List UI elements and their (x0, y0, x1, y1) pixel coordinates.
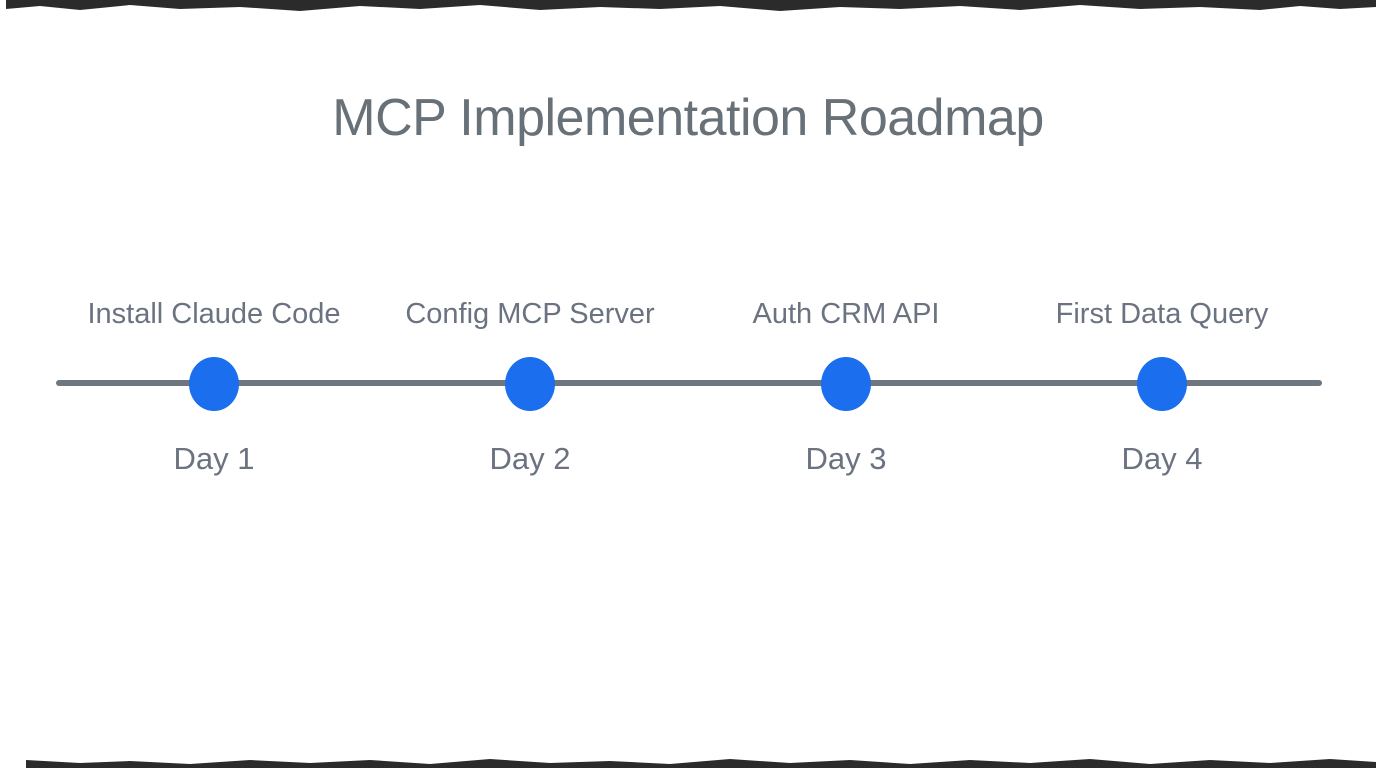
milestone-label: Auth CRM API (752, 298, 940, 330)
page-title: MCP Implementation Roadmap (332, 89, 1044, 147)
milestone-dot (189, 357, 239, 411)
milestone-label: Install Claude Code (87, 298, 341, 330)
milestone-day-label: Day 1 (173, 441, 255, 476)
milestone-dot (821, 357, 871, 411)
milestone-label: First Data Query (1055, 298, 1269, 330)
milestone-dot (1137, 357, 1187, 411)
milestone-dot (505, 357, 555, 411)
milestone-day-label: Day 3 (805, 441, 887, 476)
bottom-edge-artifact (26, 759, 1376, 768)
milestone-day-label: Day 4 (1121, 441, 1203, 476)
milestone-day-label: Day 2 (489, 441, 571, 476)
top-edge-artifact (6, 0, 1376, 11)
timeline-line (56, 380, 1322, 386)
milestone-label: Config MCP Server (405, 298, 655, 330)
